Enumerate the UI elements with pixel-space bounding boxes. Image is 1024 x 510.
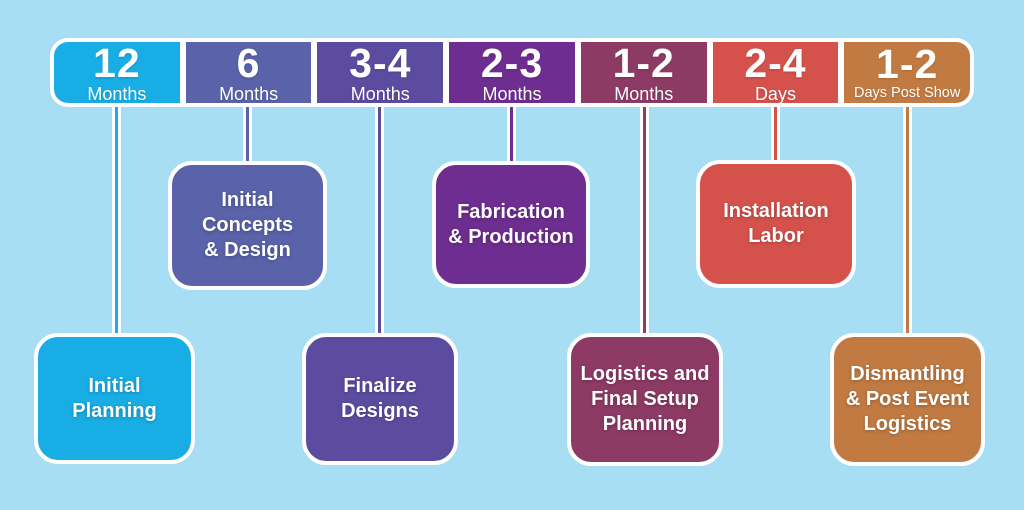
duration-unit: Months	[614, 83, 674, 104]
task-box: Fabrication & Production	[432, 161, 590, 288]
duration-segment: 1-2 Days Post Show	[844, 41, 971, 103]
duration-bar: 12 Months 6 Months 3-4 Months 2-3 Months…	[50, 38, 974, 107]
task-box: Initial Concepts & Design	[168, 161, 327, 290]
duration-unit: Days	[754, 83, 796, 104]
duration-unit: Months	[219, 83, 279, 104]
duration-value: 1-2	[876, 41, 939, 88]
duration-value: 2-3	[480, 39, 544, 86]
duration-segment: 2-3 Months	[449, 42, 575, 103]
connector-line	[771, 103, 780, 164]
duration-unit: Days Post Show	[853, 85, 961, 102]
duration-value: 6	[236, 39, 261, 86]
duration-segment: 1-2 Months	[580, 39, 707, 104]
duration-value: 2-4	[744, 39, 807, 86]
task-box: Dismantling & Post Event Logistics	[830, 333, 985, 466]
duration-segment: 6 Months	[185, 39, 312, 104]
connector-line	[903, 103, 912, 336]
task-box: Logistics and Final Setup Planning	[567, 333, 723, 466]
duration-value: 1-2	[612, 39, 675, 86]
duration-segment: 12 Months	[54, 42, 180, 103]
connector-line	[507, 103, 516, 164]
connector-line	[640, 103, 649, 336]
connector-line	[243, 103, 252, 164]
duration-value: 12	[93, 39, 141, 86]
connector-line	[112, 103, 121, 336]
duration-unit: Months	[87, 83, 147, 104]
duration-value: 3-4	[349, 39, 412, 86]
connector-line	[375, 103, 384, 336]
task-box: Initial Planning	[34, 333, 195, 464]
task-box: Installation Labor	[696, 160, 856, 288]
duration-segment: 3-4 Months	[317, 39, 444, 104]
duration-unit: Months	[350, 83, 410, 104]
task-box: Finalize Designs	[302, 333, 458, 465]
duration-segment: 2-4 Days	[712, 39, 839, 104]
duration-unit: Months	[482, 83, 542, 104]
